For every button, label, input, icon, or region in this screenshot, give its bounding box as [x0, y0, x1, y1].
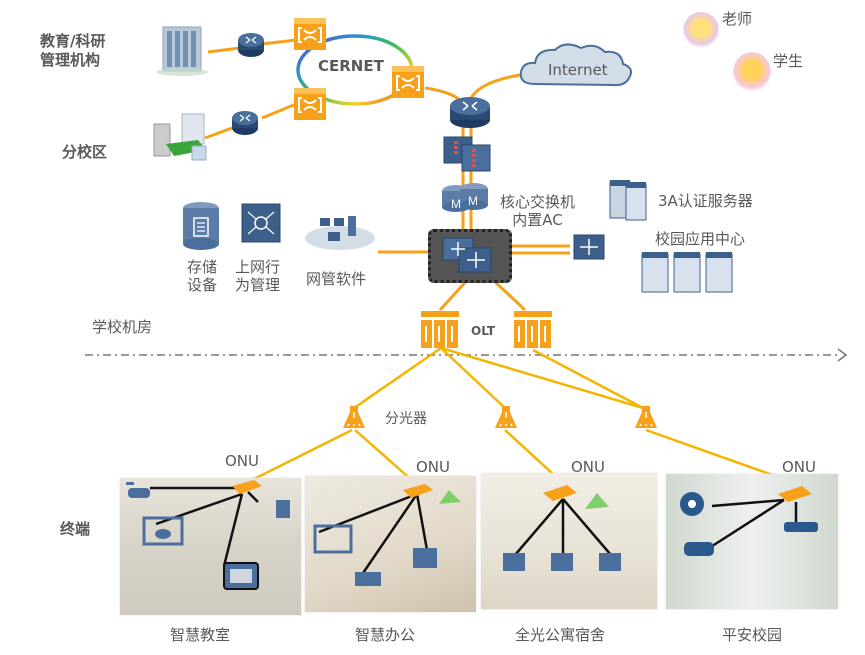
fiber-olt2-splitter3	[532, 348, 644, 410]
cernet-switch-icon	[294, 18, 326, 50]
router-icon	[238, 33, 264, 57]
onu-device-icon	[543, 485, 577, 501]
label-branch: 分校区	[62, 143, 108, 161]
splitter-icon	[495, 406, 517, 428]
behavior-management-icon	[241, 203, 281, 243]
olt-icon	[514, 311, 552, 348]
divider-arrow	[837, 348, 848, 362]
router-icon	[232, 111, 258, 135]
onu-device-icon	[403, 484, 433, 498]
app-center-label: 校园应用中心	[655, 230, 746, 248]
pc-icon	[599, 553, 621, 571]
link-branch-router	[204, 126, 233, 140]
splitter-icon	[635, 406, 657, 428]
scene-caption: 平安校园	[722, 626, 783, 644]
onu-label: ONU	[225, 452, 260, 470]
smart-screen-icon	[142, 516, 184, 546]
onu-label: ONU	[571, 458, 606, 476]
core-switch-label: 核心交换机 内置AC	[500, 193, 576, 229]
label-machine-room: 学校机房	[92, 318, 153, 336]
onu-device-icon	[778, 486, 812, 502]
wifi-signal-icon	[585, 493, 609, 509]
fiber-olt-splitter3	[440, 346, 644, 410]
nms-software-label: 网管软件	[306, 270, 367, 288]
nms-software-icon	[305, 216, 375, 250]
label-edu-org: 教育/科研 管理机构	[40, 32, 106, 69]
svg-text:M: M	[451, 197, 461, 211]
scene-caption: 全光公寓宿舍	[515, 626, 606, 644]
link-router-cernet1	[261, 38, 297, 46]
speaker-icon	[276, 500, 290, 518]
scene-safe-campus[interactable]	[666, 474, 838, 609]
storage-device-icon	[183, 202, 219, 250]
camera-icon	[684, 542, 714, 556]
internet-cloud-icon	[519, 43, 632, 87]
pc-icon	[503, 553, 525, 571]
scene-smart-classroom[interactable]	[120, 478, 301, 615]
onu-label: ONU	[782, 458, 817, 476]
student-label: 学生	[773, 52, 804, 70]
access-switch-icon	[573, 234, 605, 260]
onu-label: ONU	[416, 458, 451, 476]
safe-campus-devices	[680, 486, 818, 556]
smart-classroom-devices	[126, 480, 290, 590]
splitter-icon	[343, 406, 365, 428]
storage-device-label: 存储 设备	[187, 258, 218, 294]
fiber-splitter1-onu1	[241, 428, 353, 487]
app-center-servers-icon	[641, 252, 733, 293]
gateway-router-icon	[450, 97, 490, 128]
core-switch-group[interactable]	[428, 229, 512, 283]
dorm-devices	[503, 485, 621, 571]
scene-all-optical-dorm[interactable]	[481, 473, 657, 609]
firewall-icon	[443, 136, 491, 172]
behavior-management-label: 上网行 为管理	[235, 258, 281, 294]
teacher-avatar-icon	[683, 12, 719, 48]
scene-smart-office[interactable]	[305, 476, 476, 612]
olt-icon	[421, 311, 459, 348]
cernet-switch-icon	[294, 88, 326, 120]
aaa-server-label: 3A认证服务器	[658, 192, 753, 210]
office-building-icon	[156, 26, 208, 76]
pc-icon	[413, 548, 437, 568]
link-router-cernet2	[261, 102, 297, 120]
camera-icon	[784, 522, 818, 532]
onu-device-icon	[232, 480, 262, 494]
olt-label: OLT	[471, 324, 496, 338]
cernet-switch-icon	[392, 66, 424, 98]
cernet-label: CERNET	[318, 57, 384, 75]
phone-icon	[355, 572, 381, 586]
teacher-label: 老师	[722, 10, 753, 28]
scene-caption: 智慧办公	[355, 626, 416, 644]
scene-caption: 智慧教室	[170, 626, 231, 644]
camera-icon	[126, 482, 150, 498]
internet-label: Internet	[548, 61, 608, 79]
aaa-server-icon	[609, 180, 647, 221]
student-avatar-icon	[733, 52, 771, 92]
campus-building-icon	[153, 113, 207, 161]
fiber-olt-splitter2	[440, 347, 506, 409]
fiber-olt-splitter1	[353, 346, 442, 410]
core-module-icon: M M	[442, 183, 488, 212]
pc-icon	[551, 553, 573, 571]
splitter-label: 分光器	[385, 411, 427, 427]
smart-office-devices	[313, 484, 461, 586]
fiber-splitter1-onu2	[354, 429, 416, 484]
label-terminal: 终端	[60, 520, 91, 538]
smart-screen-icon	[313, 524, 353, 554]
wifi-signal-icon	[439, 490, 461, 504]
link-edu-router	[207, 46, 241, 54]
core-switch-icon	[442, 237, 492, 273]
svg-text:M: M	[468, 194, 478, 208]
